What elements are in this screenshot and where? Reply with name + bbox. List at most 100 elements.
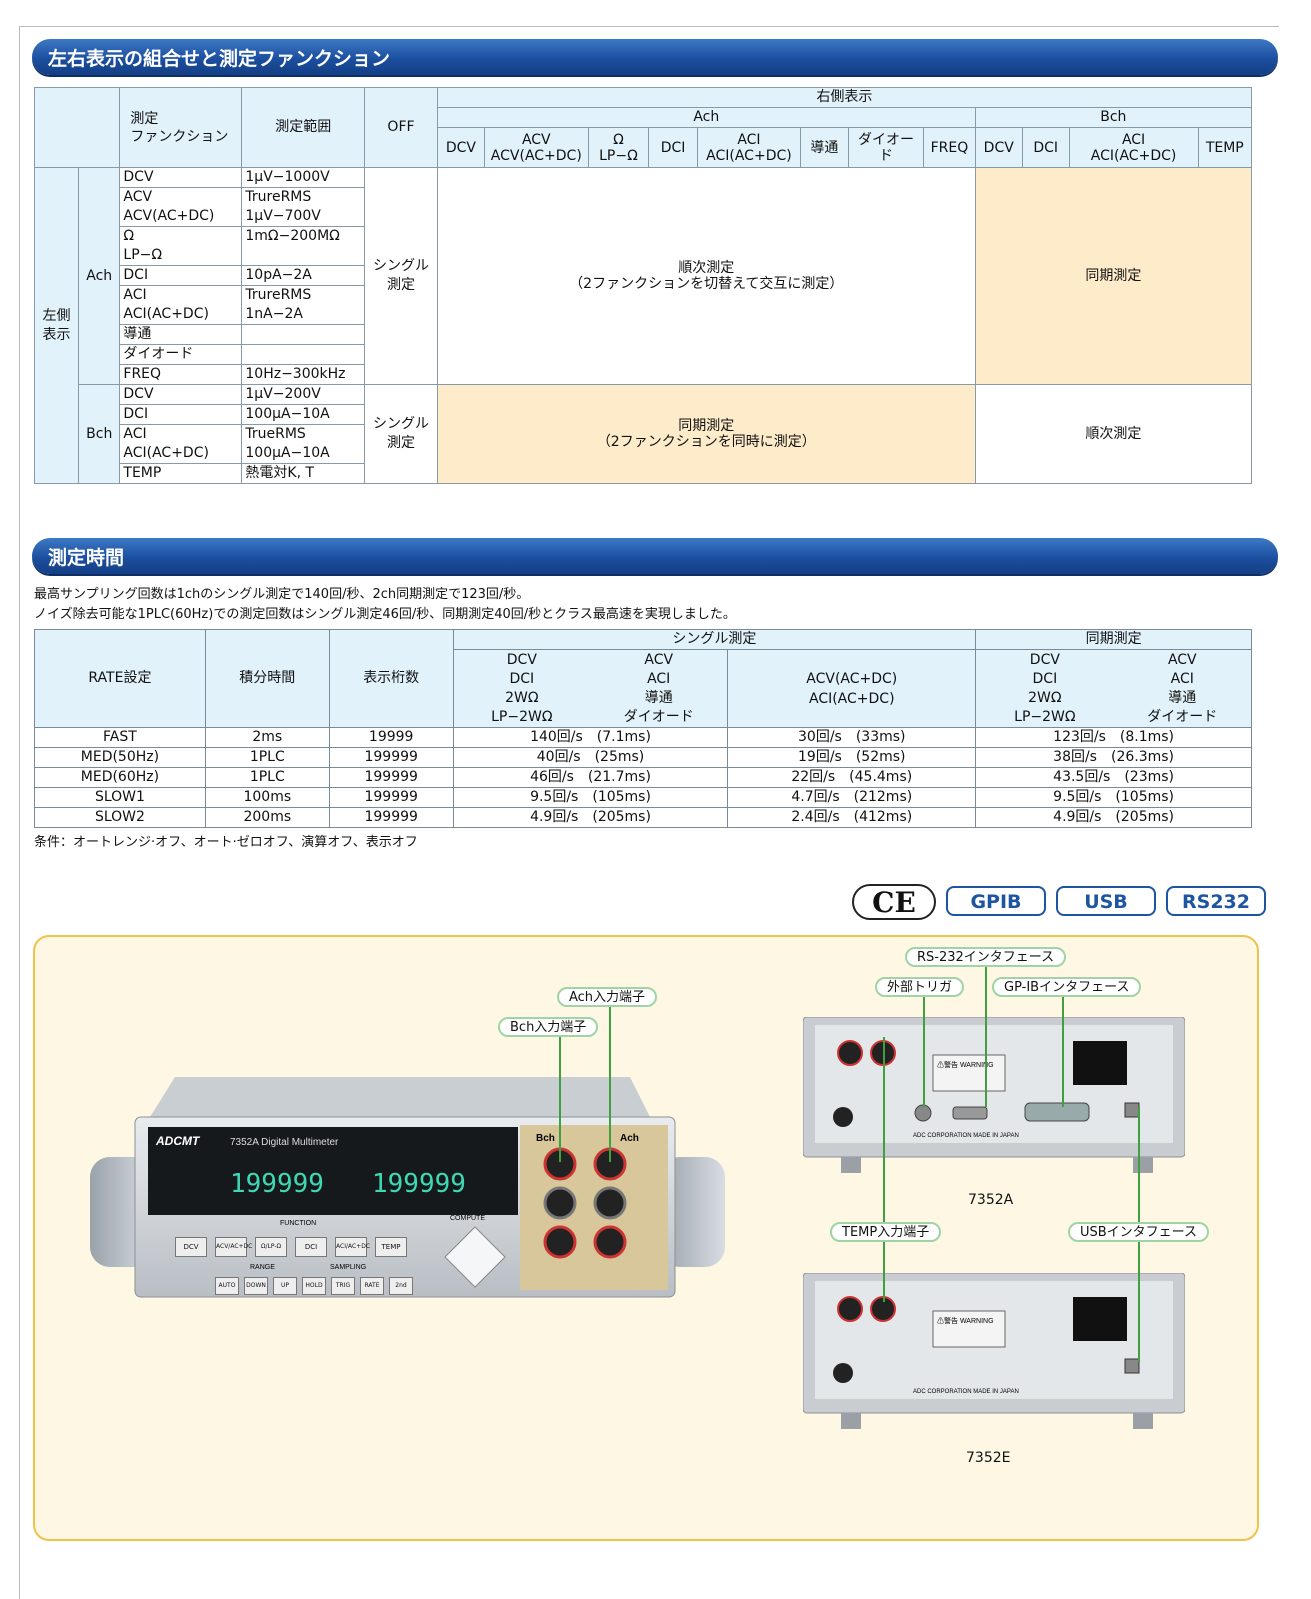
single-c-cell: 2.4回/s (412ms) xyxy=(727,807,977,828)
corp-text-e: ADC CORPORATION MADE IN JAPAN xyxy=(913,1389,1019,1395)
section1-header: 左右表示の組合せと測定ファンクション xyxy=(32,39,1278,75)
key-2nd[interactable]: 2nd xyxy=(389,1277,413,1295)
ach-func: LP−Ω xyxy=(119,246,243,266)
key-dcv[interactable]: DCV xyxy=(175,1237,207,1257)
section2-line1: 最高サンプリング回数は1chのシングル測定で140回/秒、2ch同期測定で123… xyxy=(34,587,530,602)
key-down[interactable]: DOWN xyxy=(244,1277,268,1295)
bch-col: TEMP xyxy=(1197,127,1253,168)
ach-col: DCI xyxy=(648,127,698,168)
key-dci[interactable]: DCI xyxy=(295,1237,327,1257)
right-ach-header: Ach xyxy=(436,107,976,128)
ach-col: ACI ACI(AC+DC) xyxy=(696,127,802,168)
bch-col: ACI ACI(AC+DC) xyxy=(1068,127,1199,168)
gpib-label: GP-IBインタフェース xyxy=(992,977,1142,997)
warning-label-e xyxy=(932,1310,1006,1348)
model-7352e-caption: 7352E xyxy=(966,1450,1011,1466)
key-temp[interactable]: TEMP xyxy=(375,1237,407,1257)
certification-badges: CE GPIB USB RS232 xyxy=(852,884,1278,920)
digits-cell: 199999 xyxy=(328,767,454,788)
key-up[interactable]: UP xyxy=(273,1277,297,1295)
ach-col: ACV ACV(AC+DC) xyxy=(484,127,589,168)
front-ach-label: Ach xyxy=(620,1133,639,1144)
bch-func: TEMP xyxy=(119,463,243,484)
rs232-badge: RS232 xyxy=(1166,886,1266,916)
h-single: シングル測定 xyxy=(452,629,977,650)
ach-range: 1nA−2A xyxy=(241,305,366,325)
h-rate: RATE設定 xyxy=(34,629,206,728)
ach-func: ACI(AC+DC) xyxy=(119,305,243,325)
brand-logo: ADCMT xyxy=(155,1134,201,1148)
rate-cell: MED(60Hz) xyxy=(34,767,206,788)
int-cell: 1PLC xyxy=(204,767,330,788)
h-int: 積分時間 xyxy=(204,629,330,728)
ach-range: 1μV−1000V xyxy=(241,167,366,188)
temp-leader-upper xyxy=(883,1037,885,1222)
power-inlet-e xyxy=(1073,1297,1127,1341)
trigger-leader xyxy=(923,997,925,1107)
foot-right-e xyxy=(1133,1413,1153,1429)
section2-line2: ノイズ除去可能な1PLC(60Hz)での測定回数はシングル測定46回/秒、同期測… xyxy=(34,607,736,622)
rate-cell: MED(50Hz) xyxy=(34,747,206,768)
ach-func: ダイオード xyxy=(119,344,243,365)
range-label: RANGE xyxy=(250,1264,275,1271)
ach-func: DCV xyxy=(119,167,243,188)
display-left: 199999 xyxy=(230,1169,324,1199)
usb-port xyxy=(1124,1102,1140,1118)
ach-func: ACV(AC+DC) xyxy=(119,207,243,227)
corp-text-a: ADC CORPORATION MADE IN JAPAN xyxy=(913,1133,1019,1139)
ach-range: 1mΩ−200MΩ xyxy=(241,226,366,246)
single-c-cell: 22回/s (45.4ms) xyxy=(727,767,977,788)
single-sub-b: ACV ACI 導通 ダイオード xyxy=(590,649,729,728)
int-cell: 100ms xyxy=(204,787,330,808)
ach-range xyxy=(241,324,366,345)
ce-mark: CE xyxy=(852,884,936,920)
ach-func: DCI xyxy=(119,265,243,286)
usb-leader-lower xyxy=(1138,1242,1140,1362)
single-c-cell: 4.7回/s (212ms) xyxy=(727,787,977,808)
bch-off-single: シングル 測定 xyxy=(364,384,438,484)
rate-cell: SLOW1 xyxy=(34,787,206,808)
section2-header: 測定時間 xyxy=(32,538,1278,574)
ach-seq-cell: 順次測定 （2ファンクションを切替えて交互に測定） xyxy=(436,167,976,385)
bch-range: 熱電対K, T xyxy=(241,463,366,484)
single-ab-cell: 40回/s (25ms) xyxy=(452,747,729,768)
trigger-bnc xyxy=(914,1104,932,1122)
key-acv[interactable]: ACV/AC+DC xyxy=(215,1237,252,1257)
rs232-port xyxy=(952,1106,988,1120)
ach-range xyxy=(241,246,366,266)
right-display-header: 右側表示 xyxy=(436,87,1253,108)
col-off: OFF xyxy=(364,87,438,168)
key-aci[interactable]: ACI/AC+DC xyxy=(335,1237,370,1257)
key-hold[interactable]: HOLD xyxy=(302,1277,326,1295)
rate-cell: SLOW2 xyxy=(34,807,206,828)
bch-range: TrueRMS xyxy=(241,424,366,444)
warning-text: ⚠警告 WARNING xyxy=(937,1060,994,1069)
table-row: SLOW1 100ms 199999 9.5回/s (105ms) 4.7回/s… xyxy=(34,787,1252,808)
table-row: FAST 2ms 19999 140回/s (7.1ms) 30回/s (33m… xyxy=(34,727,1252,748)
foot-right-a xyxy=(1133,1157,1153,1173)
int-cell: 2ms xyxy=(204,727,330,748)
bch-current-jack xyxy=(543,1225,577,1259)
terminal-area xyxy=(520,1125,668,1290)
left-ach-label: Ach xyxy=(78,167,121,385)
compute-label: COMPUTE xyxy=(450,1215,485,1222)
rear-panel-7352e-image: ⚠警告 WARNING ADC CORPORATION MADE IN JAPA… xyxy=(803,1273,1185,1429)
ach-range: 10pA−2A xyxy=(241,265,366,286)
bch-func: DCV xyxy=(119,384,243,405)
rear-input-jack-e xyxy=(837,1296,863,1322)
key-ohm[interactable]: Ω/LP-Ω xyxy=(255,1237,287,1257)
ach-range: TrureRMS xyxy=(241,285,366,305)
bch-col: DCI xyxy=(1021,127,1070,168)
foot-left-a xyxy=(841,1157,861,1173)
temp-leader-lower xyxy=(883,1242,885,1302)
key-auto[interactable]: AUTO xyxy=(215,1277,239,1295)
single-c-cell: 30回/s (33ms) xyxy=(727,727,977,748)
key-trig[interactable]: TRIG xyxy=(331,1277,355,1295)
rs232-label: RS-232インタフェース xyxy=(905,947,1067,967)
rs232-leader xyxy=(985,967,987,1107)
key-rate[interactable]: RATE xyxy=(360,1277,384,1295)
digits-cell: 199999 xyxy=(328,807,454,828)
external-trigger-label: 外部トリガ xyxy=(875,977,965,997)
table-row: MED(50Hz) 1PLC 199999 40回/s (25ms) 19回/s… xyxy=(34,747,1252,768)
right-handle xyxy=(660,1157,725,1267)
